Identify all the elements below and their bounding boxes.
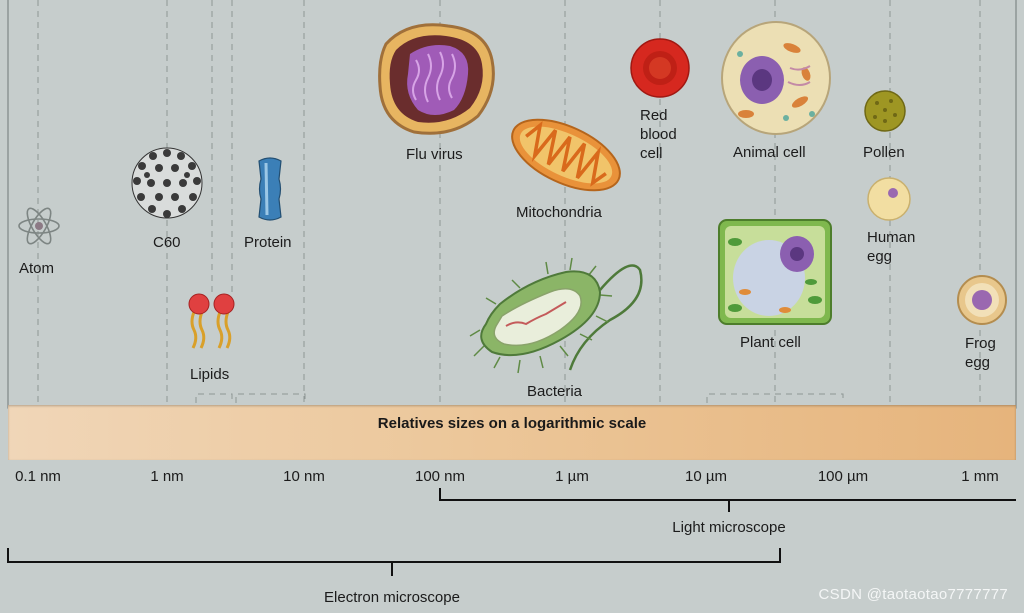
mitochondria-label: Mitochondria bbox=[516, 204, 602, 221]
lipids-range-bracket bbox=[195, 393, 233, 403]
tick-label-100um: 100 µm bbox=[817, 468, 869, 485]
plant-cell-icon bbox=[718, 219, 832, 325]
scale-title: Relatives sizes on a logarithmic scale bbox=[377, 415, 647, 432]
protein-label: Protein bbox=[244, 234, 292, 251]
bacteria-label: Bacteria bbox=[527, 383, 583, 400]
tick-label-1nm: 1 nm bbox=[150, 468, 184, 485]
log-scale-band: Relatives sizes on a logarithmic scale bbox=[8, 405, 1016, 460]
human-egg-label-line-2: egg bbox=[867, 248, 893, 265]
atom-icon bbox=[18, 207, 60, 245]
red-blood-cell-label-line-2: blood bbox=[640, 126, 677, 143]
pollen-icon bbox=[864, 90, 906, 132]
flu-virus-label: Flu virus bbox=[406, 146, 463, 163]
protein-icon bbox=[258, 157, 282, 221]
guide-lines bbox=[37, 0, 981, 403]
electron-microscope-bracket bbox=[7, 548, 781, 563]
light-microscope-bracket bbox=[439, 488, 1016, 501]
mitochondria-icon bbox=[511, 118, 621, 192]
tick-label-10nm: 10 nm bbox=[283, 468, 325, 485]
flu-virus-icon bbox=[378, 23, 495, 135]
lipids-icon bbox=[188, 293, 235, 349]
c60-icon bbox=[131, 147, 203, 219]
pollen-label: Pollen bbox=[863, 144, 905, 161]
red-blood-cell-icon bbox=[630, 38, 690, 98]
red-blood-cell-label-line-1: Red bbox=[640, 107, 668, 124]
frog-egg-icon bbox=[957, 275, 1007, 325]
protein-range-bracket bbox=[235, 393, 306, 403]
watermark-text: CSDN @taotaotao7777777 bbox=[818, 586, 1008, 603]
tick-label-1mm: 1 mm bbox=[961, 468, 999, 485]
c60-label: C60 bbox=[153, 234, 181, 251]
bacteria-icon bbox=[469, 257, 643, 374]
tick-label-0-1nm: 0.1 nm bbox=[15, 468, 61, 485]
animal-cell-label: Animal cell bbox=[733, 144, 806, 161]
frog-egg-label-line-2: egg bbox=[965, 354, 991, 371]
frog-egg-label-line-1: Frog bbox=[965, 335, 996, 352]
lipids-label: Lipids bbox=[190, 366, 230, 383]
tick-label-1um: 1 µm bbox=[555, 468, 589, 485]
tick-label-10um: 10 µm bbox=[685, 468, 727, 485]
tick-label-100nm: 100 nm bbox=[414, 468, 466, 485]
electron-microscope-label: Electron microscope bbox=[324, 589, 460, 606]
light-microscope-label: Light microscope bbox=[672, 519, 786, 536]
red-blood-cell-label-line-3: cell bbox=[640, 145, 663, 162]
animal-cell-icon bbox=[721, 21, 831, 135]
cell-range-bracket bbox=[706, 393, 844, 403]
microscope-brackets bbox=[7, 488, 1016, 576]
atom-label: Atom bbox=[19, 260, 55, 277]
human-egg-icon bbox=[867, 177, 911, 221]
human-egg-label-line-1: Human bbox=[867, 229, 916, 246]
plant-cell-label: Plant cell bbox=[740, 334, 801, 351]
